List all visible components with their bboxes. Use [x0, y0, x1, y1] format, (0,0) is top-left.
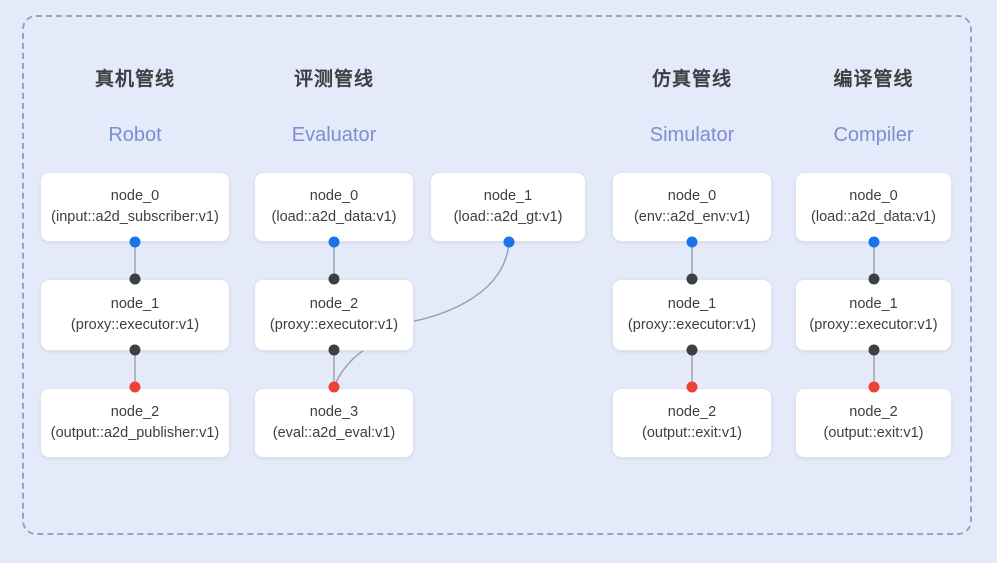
- node-type: (load::a2d_data:v1): [811, 209, 936, 225]
- node-type: (proxy::executor:v1): [627, 317, 757, 333]
- port-in-dot-icon[interactable]: [868, 273, 880, 285]
- node-name: node_1: [849, 296, 898, 312]
- column-subtitle-simulator: Simulator: [649, 124, 735, 146]
- port-out-dot-icon[interactable]: [868, 344, 880, 356]
- node-type: (env::a2d_env:v1): [633, 209, 751, 225]
- node-box[interactable]: node_1(proxy::executor:v1): [795, 279, 952, 351]
- port-in-dot-icon[interactable]: [328, 381, 340, 393]
- edge-connector: [413, 241, 510, 322]
- node-type: (load::a2d_gt:v1): [453, 209, 563, 225]
- node-type: (proxy::executor:v1): [809, 317, 938, 333]
- node-name: node_0: [849, 188, 898, 204]
- column-title-compiler: 编译管线: [833, 69, 914, 90]
- node-box[interactable]: node_1(proxy::executor:v1): [40, 279, 230, 351]
- port-out-dot-icon[interactable]: [868, 236, 880, 248]
- node-type: (proxy::executor:v1): [269, 317, 399, 333]
- node-name: node_2: [849, 404, 898, 420]
- node-type: (output::exit:v1): [823, 425, 924, 441]
- port-in-dot-icon[interactable]: [868, 381, 880, 393]
- node-name: node_3: [309, 404, 359, 420]
- column-subtitle-compiler: Compiler: [833, 124, 914, 146]
- column-subtitle-evaluator: Evaluator: [291, 124, 377, 146]
- column-title-robot: 真机管线: [94, 69, 175, 90]
- node-box[interactable]: node_2(proxy::executor:v1): [254, 279, 414, 351]
- edge-connector: [333, 344, 373, 388]
- node-box[interactable]: node_0(env::a2d_env:v1): [612, 172, 772, 242]
- node-name: node_0: [667, 188, 717, 204]
- node-name: node_0: [309, 188, 359, 204]
- node-box[interactable]: node_2(output::exit:v1): [612, 388, 772, 458]
- node-box[interactable]: node_2(output::a2d_publisher:v1): [40, 388, 230, 458]
- node-name: node_1: [667, 296, 717, 312]
- node-type: (output::a2d_publisher:v1): [50, 425, 220, 441]
- node-name: node_2: [110, 404, 160, 420]
- port-out-dot-icon[interactable]: [129, 344, 141, 356]
- node-type: (output::exit:v1): [642, 425, 742, 441]
- port-out-dot-icon[interactable]: [129, 236, 141, 248]
- node-name: node_2: [667, 404, 717, 420]
- column-subtitle-robot: Robot: [108, 124, 162, 146]
- port-out-dot-icon[interactable]: [328, 236, 340, 248]
- node-name: node_1: [483, 188, 533, 204]
- node-name: node_1: [110, 296, 160, 312]
- port-in-dot-icon[interactable]: [686, 381, 698, 393]
- port-in-dot-icon[interactable]: [328, 273, 340, 285]
- column-title-simulator: 仿真管线: [651, 69, 732, 90]
- port-in-dot-icon[interactable]: [129, 273, 141, 285]
- node-type: (input::a2d_subscriber:v1): [51, 209, 219, 225]
- node-box[interactable]: node_1(load::a2d_gt:v1): [430, 172, 586, 242]
- node-name: node_2: [309, 296, 359, 312]
- node-box[interactable]: node_2(output::exit:v1): [795, 388, 952, 458]
- node-box[interactable]: node_3(eval::a2d_eval:v1): [254, 388, 414, 458]
- node-type: (eval::a2d_eval:v1): [272, 425, 396, 441]
- port-out-dot-icon[interactable]: [686, 344, 698, 356]
- column-title-evaluator: 评测管线: [293, 69, 374, 90]
- port-in-dot-icon[interactable]: [129, 381, 141, 393]
- port-out-dot-icon[interactable]: [328, 344, 340, 356]
- node-box[interactable]: node_0(input::a2d_subscriber:v1): [40, 172, 230, 242]
- node-box[interactable]: node_0(load::a2d_data:v1): [795, 172, 952, 242]
- port-out-dot-icon[interactable]: [686, 236, 698, 248]
- node-name: node_0: [110, 188, 160, 204]
- port-out-dot-icon[interactable]: [503, 236, 515, 248]
- node-type: (proxy::executor:v1): [70, 317, 200, 333]
- node-box[interactable]: node_0(load::a2d_data:v1): [254, 172, 414, 242]
- node-type: (load::a2d_data:v1): [271, 209, 397, 225]
- node-box[interactable]: node_1(proxy::executor:v1): [612, 279, 772, 351]
- port-in-dot-icon[interactable]: [686, 273, 698, 285]
